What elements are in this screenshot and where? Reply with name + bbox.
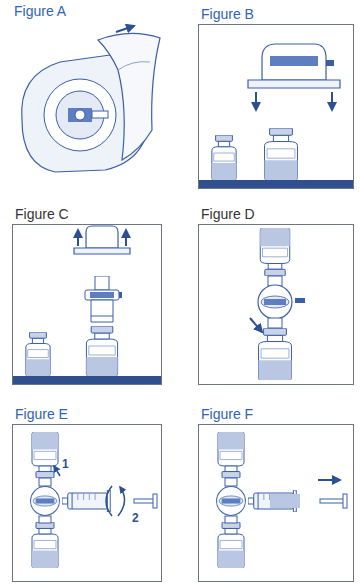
peeled-lid bbox=[98, 33, 160, 160]
blister-package bbox=[44, 79, 116, 151]
floor bbox=[199, 180, 353, 188]
peeled-lid bbox=[118, 62, 150, 70]
transfer-device bbox=[85, 276, 122, 322]
transfer-device-package bbox=[248, 44, 340, 88]
vial bbox=[265, 128, 298, 180]
blister-package bbox=[56, 91, 104, 139]
vial bbox=[212, 128, 298, 180]
syringe bbox=[320, 499, 344, 503]
direction-arrow bbox=[250, 318, 262, 332]
syringe bbox=[134, 499, 154, 503]
transfer-device bbox=[258, 285, 292, 319]
peel-arrow bbox=[116, 26, 134, 32]
direction-arrow bbox=[256, 92, 332, 110]
vial bbox=[32, 432, 58, 478]
figure-panel: Figure A bbox=[12, 22, 162, 180]
transfer-device-package bbox=[74, 248, 130, 254]
twist-arrow bbox=[54, 466, 60, 476]
twist-arrow bbox=[106, 486, 112, 516]
direction-arrow bbox=[78, 230, 126, 246]
figure-panel: Figure C bbox=[12, 224, 162, 385]
pull-arrow bbox=[318, 480, 340, 481]
blister-package bbox=[22, 55, 150, 172]
vial bbox=[218, 522, 244, 568]
syringe bbox=[343, 494, 347, 508]
vial bbox=[212, 135, 236, 180]
syringe bbox=[248, 490, 347, 512]
floor bbox=[13, 376, 161, 384]
direction-arrow bbox=[255, 92, 257, 110]
syringe bbox=[62, 490, 110, 512]
floor bbox=[13, 376, 161, 384]
transfer-device bbox=[217, 487, 246, 516]
vial bbox=[26, 326, 118, 376]
direction-arrow bbox=[77, 230, 79, 246]
transfer-device bbox=[225, 516, 237, 523]
peeled-lid bbox=[98, 33, 160, 160]
figure-panel: Figure D bbox=[198, 224, 354, 385]
floor bbox=[199, 180, 353, 188]
transfer-device bbox=[39, 516, 51, 523]
twist-arrow bbox=[118, 487, 125, 516]
figure-label: Figure F bbox=[201, 406, 253, 422]
pull-arrow bbox=[318, 479, 340, 481]
blister-package bbox=[22, 55, 150, 172]
figure-label: Figure A bbox=[14, 3, 66, 19]
blister-package bbox=[68, 108, 92, 122]
transfer-device bbox=[268, 276, 282, 286]
transfer-device bbox=[217, 478, 246, 523]
transfer-device-package bbox=[270, 56, 318, 66]
vial bbox=[32, 432, 58, 568]
direction-arrow bbox=[250, 318, 262, 332]
syringe bbox=[62, 490, 157, 512]
syringe bbox=[153, 494, 157, 508]
vial bbox=[259, 228, 292, 380]
vial bbox=[218, 432, 244, 478]
vial bbox=[26, 332, 50, 376]
vial bbox=[218, 432, 244, 568]
syringe bbox=[270, 494, 300, 508]
peel-arrow bbox=[116, 26, 134, 32]
blister-package bbox=[75, 110, 85, 120]
transfer-device bbox=[39, 478, 51, 486]
transfer-device bbox=[295, 298, 305, 303]
figure-panel: Figure B bbox=[198, 24, 354, 189]
blister-package bbox=[92, 111, 108, 118]
transfer-device-package bbox=[248, 80, 340, 88]
transfer-device-package bbox=[326, 60, 334, 66]
figure-label: Figure E bbox=[15, 406, 68, 422]
figure-panel: Figure E bbox=[12, 424, 162, 582]
vial bbox=[32, 522, 58, 568]
transfer-device-package bbox=[86, 226, 118, 248]
figure-label: Figure D bbox=[201, 206, 255, 222]
transfer-device bbox=[31, 487, 60, 516]
syringe bbox=[248, 490, 296, 512]
transfer-device bbox=[31, 478, 60, 523]
twist-arrow bbox=[54, 466, 125, 516]
figure-label: Figure B bbox=[201, 6, 254, 22]
transfer-device bbox=[85, 276, 122, 322]
transfer-device bbox=[258, 276, 305, 328]
transfer-device bbox=[225, 478, 237, 486]
direction-arrow bbox=[125, 230, 127, 246]
vial bbox=[260, 228, 289, 276]
transfer-device-package bbox=[74, 226, 130, 254]
figure-panel: Figure F bbox=[198, 424, 354, 582]
transfer-device bbox=[268, 318, 282, 328]
vial bbox=[86, 326, 117, 376]
direction-arrow bbox=[331, 92, 333, 110]
vial bbox=[259, 328, 292, 380]
figure-label: Figure C bbox=[15, 206, 69, 222]
transfer-device-package bbox=[262, 44, 326, 80]
